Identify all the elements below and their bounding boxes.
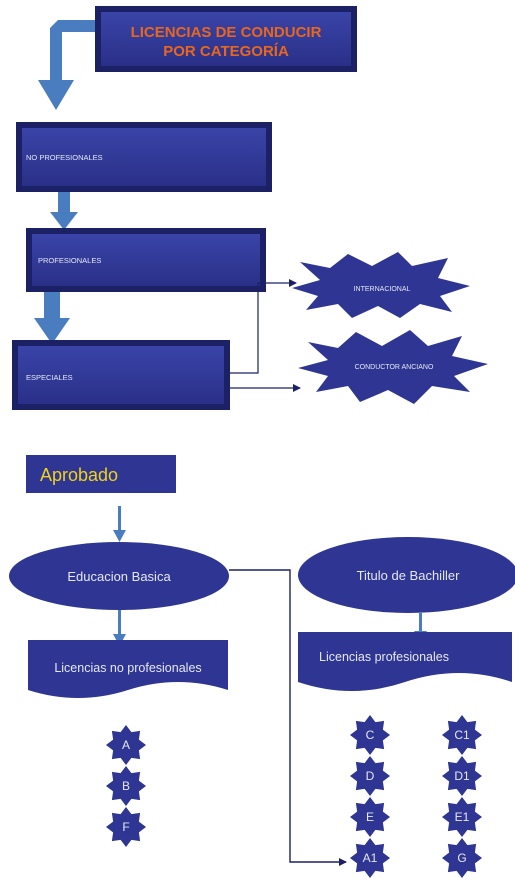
category-badge-shape xyxy=(106,725,146,765)
star-internacional-label: INTERNACIONAL xyxy=(354,286,411,293)
category-badge-label: G xyxy=(457,851,466,865)
box-profesionales: PROFESIONALES xyxy=(26,228,266,292)
category-badge-shape xyxy=(442,838,482,878)
category-badge-right: E1 xyxy=(442,797,482,837)
category-badge-shape xyxy=(442,797,482,837)
category-badge-middle: A1 xyxy=(350,838,390,878)
category-badge-right: C1 xyxy=(442,715,482,755)
category-badge-label: A1 xyxy=(363,851,378,865)
title-box: LICENCIAS DE CONDUCIR POR CATEGORÍA xyxy=(95,6,357,72)
box-no-profesionales-label: NO PROFESIONALES xyxy=(26,153,103,162)
category-badge-shape xyxy=(106,766,146,806)
box-especiales-label: ESPECIALES xyxy=(26,373,73,382)
category-badge-shape xyxy=(442,756,482,796)
title-line-2: POR CATEGORÍA xyxy=(163,43,289,60)
category-badge-right: G xyxy=(442,838,482,878)
arrow-aprobado-to-educacion xyxy=(113,506,126,542)
category-badge-shape xyxy=(350,797,390,837)
arrow-down-no-prof-to-prof xyxy=(50,192,78,230)
category-badge-middle: D xyxy=(350,756,390,796)
category-badge-label: A xyxy=(122,738,130,752)
connector-educacion-to-a1 xyxy=(229,569,347,866)
box-no-profesionales: NO PROFESIONALES xyxy=(16,122,272,192)
category-badge-shape xyxy=(350,756,390,796)
ellipse-titulo-bachiller: Titulo de Bachiller xyxy=(298,537,515,613)
doc-licencias-no-profesionales: Licencias no profesionales xyxy=(28,640,228,698)
category-badge-middle: C xyxy=(350,715,390,755)
category-badge-left: B xyxy=(106,766,146,806)
connector-to-internacional xyxy=(230,279,297,374)
aprobado-label: Aprobado xyxy=(40,465,118,485)
category-badge-right: D1 xyxy=(442,756,482,796)
arrow-title-to-no-profesionales xyxy=(38,20,95,110)
category-badge-shape xyxy=(350,715,390,755)
titulo-bachiller-label: Titulo de Bachiller xyxy=(357,568,461,583)
aprobado-box: Aprobado xyxy=(26,455,176,493)
educacion-basica-label: Educacion Basica xyxy=(67,569,171,584)
category-badge-label: D1 xyxy=(454,769,470,783)
licencias-no-profesionales-label: Licencias no profesionales xyxy=(54,661,201,675)
ellipse-educacion-basica: Educacion Basica xyxy=(9,542,229,610)
category-badge-shape xyxy=(442,715,482,755)
category-badge-label: B xyxy=(122,779,130,793)
category-badge-label: E1 xyxy=(455,810,470,824)
category-badge-shape xyxy=(106,807,146,847)
doc-licencias-profesionales: Licencias profesionales xyxy=(298,632,512,691)
arrow-down-prof-to-especiales xyxy=(34,292,70,344)
box-profesionales-label: PROFESIONALES xyxy=(38,256,101,265)
category-badge-label: C xyxy=(366,728,375,742)
star-internacional: INTERNACIONAL xyxy=(292,252,470,318)
category-badge-left: A xyxy=(106,725,146,765)
licencias-profesionales-label: Licencias profesionales xyxy=(319,650,449,664)
category-badge-label: E xyxy=(366,810,374,824)
category-badge-left: F xyxy=(106,807,146,847)
category-badge-middle: E xyxy=(350,797,390,837)
title-line-1: LICENCIAS DE CONDUCIR xyxy=(131,24,322,41)
category-badge-shape xyxy=(350,838,390,878)
category-badge-label: D xyxy=(366,769,375,783)
star-conductor-anciano-label: CONDUCTOR ANCIANO xyxy=(355,364,434,371)
category-badge-label: C1 xyxy=(454,728,470,742)
category-badge-label: F xyxy=(122,820,129,834)
star-conductor-anciano: CONDUCTOR ANCIANO xyxy=(298,330,488,404)
box-especiales: ESPECIALES xyxy=(12,340,230,410)
